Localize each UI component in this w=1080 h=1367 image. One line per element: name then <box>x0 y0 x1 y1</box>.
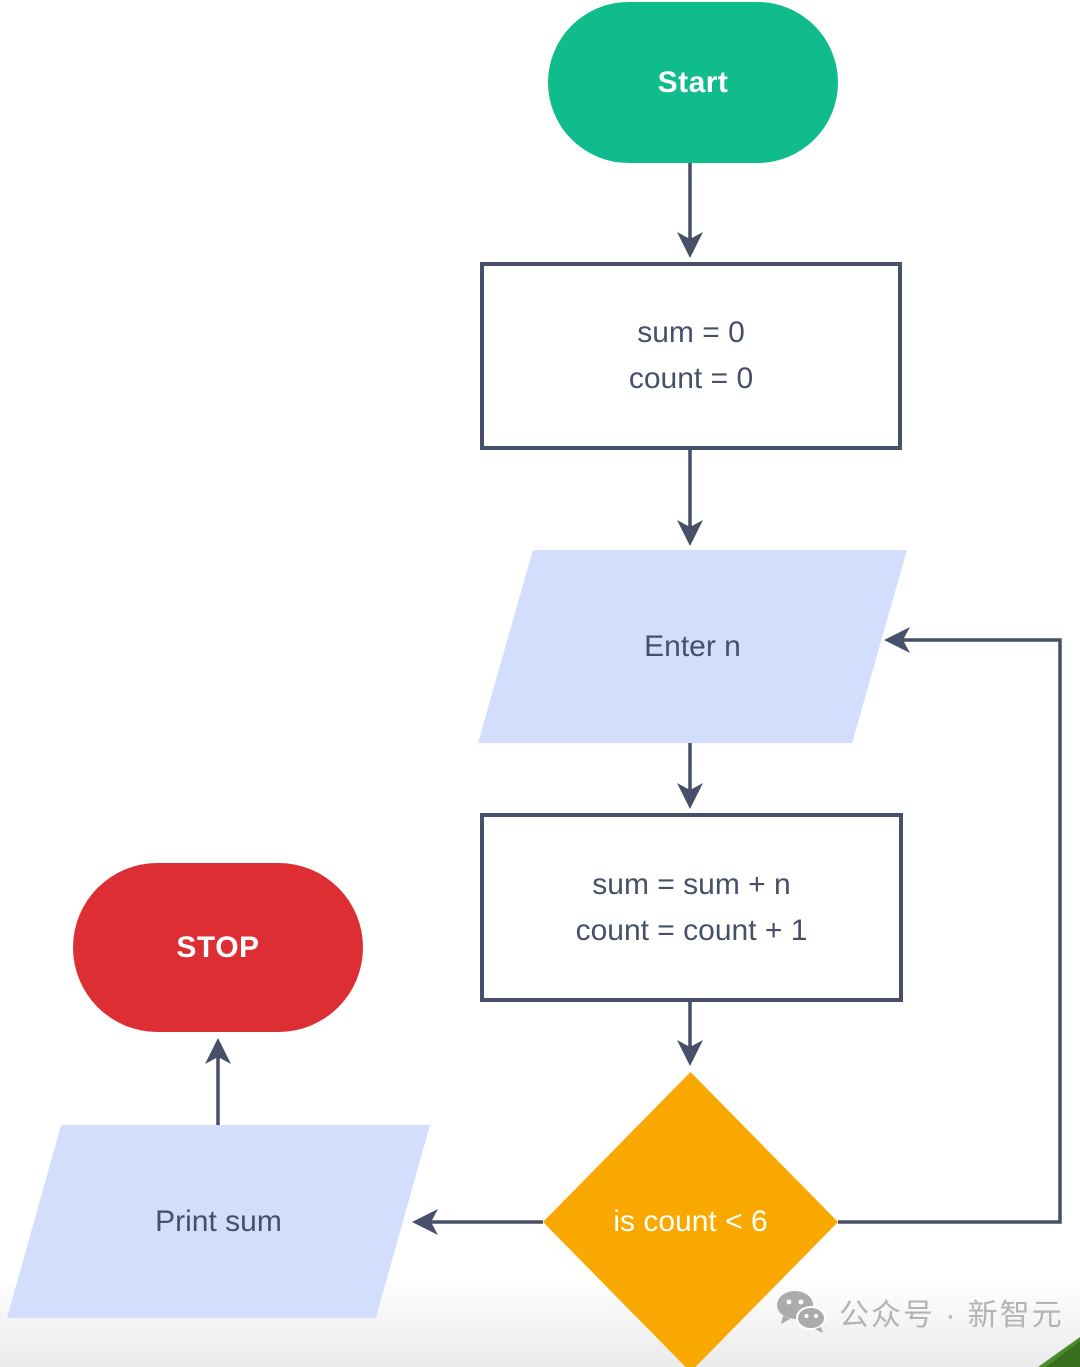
accumulate-line-2: count = count + 1 <box>575 913 808 947</box>
init-process-text: sum = 0 count = 0 <box>629 310 753 402</box>
accumulate-line-1: sum = sum + n <box>592 867 791 901</box>
output-label: Print sum <box>155 1204 282 1238</box>
init-line-2: count = 0 <box>628 362 754 395</box>
decision-label: is count < 6 <box>613 1205 768 1238</box>
stop-node: STOP <box>73 863 363 1032</box>
accumulate-process-text: sum = sum + n count = count + 1 <box>576 862 808 954</box>
start-label: Start <box>657 65 729 99</box>
input-label: Enter n <box>644 629 741 663</box>
accumulate-process-node: sum = sum + n count = count + 1 <box>480 813 903 1002</box>
output-node: Print sum <box>7 1125 430 1318</box>
start-node: Start <box>548 2 838 163</box>
input-node: Enter n <box>478 550 907 743</box>
stop-label: STOP <box>176 930 260 964</box>
watermark-text: 公众号 · 新智元 <box>839 1299 1064 1332</box>
init-line-1: sum = 0 <box>637 316 745 349</box>
connector-decision-input-loop <box>838 627 1062 1224</box>
watermark: 公众号 · 新智元 <box>775 1290 1064 1334</box>
wechat-icon <box>777 1291 826 1333</box>
init-process-node: sum = 0 count = 0 <box>480 262 902 450</box>
corner-accent-triangle <box>1038 1337 1080 1367</box>
